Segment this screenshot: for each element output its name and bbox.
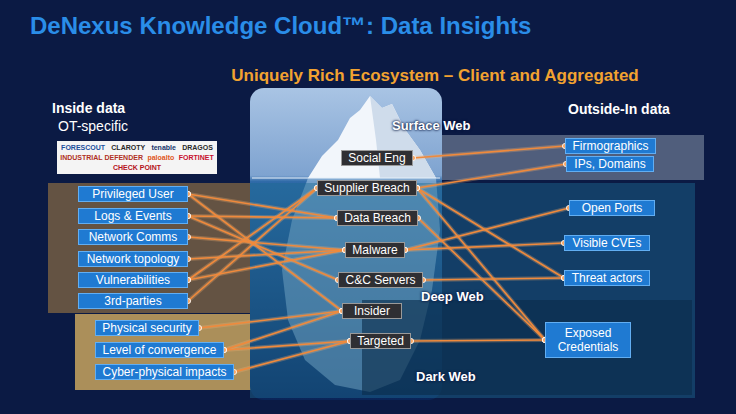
layer-label: Deep Web [421,289,484,304]
connector-glow [413,146,565,158]
layer-label: Surface Web [392,118,471,133]
connector-line [188,188,317,280]
box-text: C&C Servers [345,273,415,287]
box-text: Visible CVEs [572,236,641,250]
box-text: Logs & Events [94,209,171,223]
box-text: Network Comms [89,230,178,244]
connector-line [417,188,564,278]
connector-line [199,311,342,328]
box-text: Targeted [357,334,404,348]
data-box: Visible CVEs [564,235,650,251]
box-text: Network topology [87,252,180,266]
box-text: Social Eng [348,151,405,165]
connector-line [224,311,342,350]
connector-glow [411,340,545,341]
vendor-logo-panel: FORESCOUT CLAROTY tenable DRAGOS INDUSTRIAL … [57,141,217,174]
iceberg-tip [308,96,436,178]
data-box: Physical security [95,320,199,336]
layer-label: Dark Web [416,369,476,384]
data-box: Data Breach [337,210,418,226]
group-heading: Inside data [52,100,125,116]
connector-glow [188,216,337,218]
data-box: Social Eng [341,150,413,166]
box-text: Cyber-physical impacts [102,365,226,379]
data-box: Network Comms [78,229,188,245]
connector-line [188,216,337,218]
connector-glow [423,278,564,280]
box-text: Firmographics [572,139,648,153]
vendor-logo: paloalto [147,153,174,162]
connector-line [413,146,565,158]
vendor-logo: tenable [151,143,176,152]
vendor-logo: FORTINET [179,153,214,162]
connector-line [405,243,564,250]
data-box: Supplier Breach [317,180,417,196]
box-text: Insider [354,304,390,318]
data-box: IPs, Domains [566,156,654,172]
connector-glow [417,188,545,340]
connector-glow [188,250,345,280]
surface-web-band [442,135,704,180]
data-box: Vulnerabilities [78,272,188,288]
connector-line [188,194,342,311]
data-box: Insider [342,303,402,319]
connector-line [423,278,564,280]
vendor-logo: DRAGOS [182,143,213,152]
connector-glow [188,237,345,250]
connector-line [188,250,345,280]
connector-glow [417,164,566,188]
box-text: Exposed Credentials [552,326,624,354]
subtitle: Uniquely Rich Ecosystem – Client and Agg… [215,66,655,86]
connector-line [188,237,345,250]
connector-line [417,188,545,340]
data-box: Network topology [78,251,188,267]
connector-line [188,194,337,218]
box-text: Supplier Breach [324,181,409,195]
vendor-logo: FORESCOUT [61,143,105,152]
data-box: Logs & Events [78,208,188,224]
data-box: Targeted [350,333,411,349]
box-text: Threat actors [572,271,643,285]
data-box: Open Ports [569,200,655,216]
group-subheading: OT-specific [58,118,128,134]
data-box: C&C Servers [338,272,423,288]
box-text: Open Ports [582,201,643,215]
box-text: Malware [352,243,397,257]
connector-glow [417,188,564,278]
data-box: Malware [345,242,405,258]
data-box: Firmographics [565,138,656,154]
box-text: 3rd-parties [104,294,161,308]
box-text: Privileged User [92,187,173,201]
data-box: Privileged User [78,186,188,202]
data-box: Threat actors [564,270,650,286]
vendor-logo: INDUSTRIAL DEFENDER [60,153,143,162]
connector-line [411,340,545,341]
box-text: Data Breach [344,211,411,225]
group-heading: Outside-In data [568,101,670,117]
connector-line [234,341,350,372]
dark-web-band [362,300,692,395]
connector-line [188,188,317,301]
box-text: Level of convergence [102,343,216,357]
box-text: IPs, Domains [574,157,645,171]
connector-line [405,208,569,250]
data-box: 3rd-parties [78,293,188,309]
diagram-title: DeNexus Knowledge Cloud™: Data Insights [30,12,531,40]
box-text: Physical security [102,321,191,335]
vendor-logo: CLAROTY [111,143,145,152]
connector-line [417,164,566,188]
vendor-logo: CHECK POINT [113,163,161,172]
data-box: Level of convergence [95,342,224,358]
water-line [252,177,440,178]
connector-glow [188,194,337,218]
box-text: Vulnerabilities [96,273,170,287]
data-box: Exposed Credentials [545,322,631,358]
data-box: Cyber-physical impacts [95,364,234,380]
